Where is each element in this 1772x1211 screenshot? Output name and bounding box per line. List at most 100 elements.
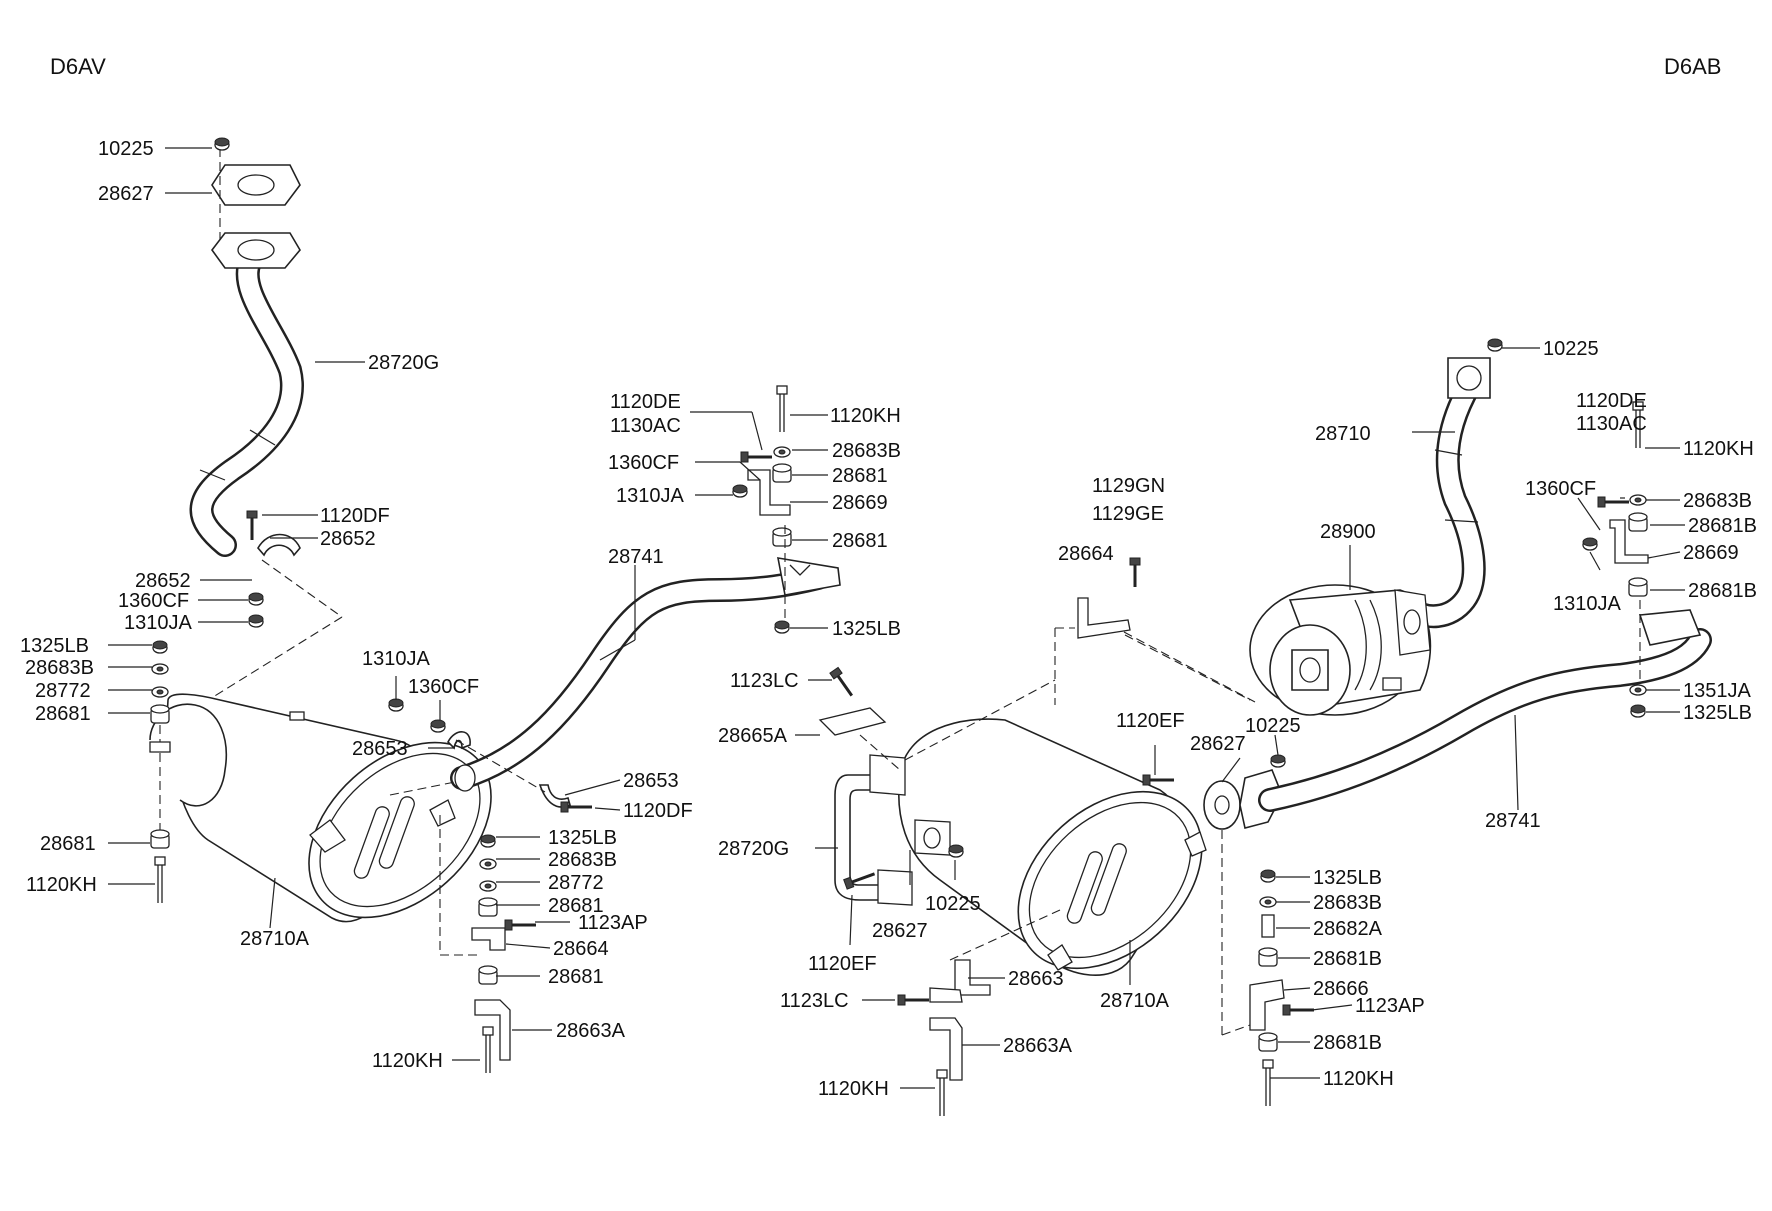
callout-label: 1120KH <box>1323 1068 1394 1090</box>
callout-label: 28653 <box>623 770 679 792</box>
tail-pipe-right <box>834 754 964 906</box>
hanger-stack-top-center <box>732 385 792 634</box>
callout-label: 1123LC <box>730 670 799 692</box>
callout-label: 28683B <box>548 849 617 871</box>
callout-labels: 10225 28627 28720G 1120DF 28652 28652 13… <box>20 138 1757 1100</box>
callout-label: 1325LB <box>1683 702 1752 724</box>
callout-label: 28681 <box>35 703 91 725</box>
callout-label: 28683B <box>832 440 901 462</box>
callout-label: 1360CF <box>1525 478 1596 500</box>
callout-label: 28683B <box>1313 892 1382 914</box>
pipe-clamp-center <box>388 698 594 814</box>
callout-label: 1310JA <box>124 612 192 634</box>
hanger-stack-bottom-right <box>1221 830 1316 1107</box>
callout-label: 28681 <box>40 833 96 855</box>
callout-label: 28710A <box>1100 990 1170 1012</box>
callout-label: 28681B <box>1313 1032 1382 1054</box>
hanger-stack-top-right <box>1582 401 1649 718</box>
callout-label: 28653 <box>352 738 408 760</box>
callout-label: 28683B <box>1683 490 1752 512</box>
callout-label: 1360CF <box>408 676 479 698</box>
callout-label: 28772 <box>35 680 91 702</box>
callout-label: 1120KH <box>830 405 901 427</box>
callout-label: 28681 <box>832 530 888 552</box>
callout-label: 1310JA <box>1553 593 1621 615</box>
callout-label: 10225 <box>925 893 981 915</box>
callout-label: 28772 <box>548 872 604 894</box>
callout-label: 28710 <box>1315 423 1371 445</box>
callout-label: 28627 <box>98 183 154 205</box>
callout-label: 1310JA <box>616 485 684 507</box>
muffler-left <box>149 693 492 923</box>
callout-label: 1325LB <box>548 827 617 849</box>
callout-label: 1120KH <box>1683 438 1754 460</box>
callout-label: 28665A <box>718 725 788 747</box>
callout-label: 1351JA <box>1683 680 1751 702</box>
callout-label: 28900 <box>1320 521 1376 543</box>
front-pipe-left <box>189 250 304 557</box>
center-pipe <box>450 557 841 792</box>
callout-label: 28681B <box>1688 515 1757 537</box>
callout-label: 28681B <box>1688 580 1757 602</box>
callout-label: 28664 <box>553 938 609 960</box>
callout-label: 28627 <box>1190 733 1246 755</box>
callout-label: 28681 <box>832 465 888 487</box>
hanger-stack-left-muffler <box>149 640 171 904</box>
rear-pipe-right <box>1258 609 1712 812</box>
callout-label: 28663 <box>1008 968 1064 990</box>
callout-label: 10225 <box>1543 338 1599 360</box>
callout-label: 1325LB <box>1313 867 1382 889</box>
callout-label: 1120DE <box>1576 390 1647 412</box>
callout-label: 28664 <box>1058 543 1114 565</box>
callout-label: 1120EF <box>808 953 877 975</box>
callout-label: 28669 <box>1683 542 1739 564</box>
callout-label: 1360CF <box>118 590 189 612</box>
callout-label: 1130AC <box>610 415 681 437</box>
callout-label: 28741 <box>1485 810 1541 832</box>
callout-label: 1123LC <box>780 990 849 1012</box>
callout-label: 28681 <box>548 895 604 917</box>
callout-label: 28741 <box>608 546 664 568</box>
callout-label: 1325LB <box>20 635 89 657</box>
callout-label: 1120EF <box>1116 710 1185 732</box>
callout-label: 1310JA <box>362 648 430 670</box>
callout-label: 28710A <box>240 928 310 950</box>
hanger-bracket-28664-right <box>1054 556 1251 705</box>
callout-label: 1129GE <box>1092 503 1164 525</box>
callout-label: 1123AP <box>1355 995 1425 1017</box>
variant-label-d6av: D6AV <box>50 54 106 79</box>
callout-label: 1325LB <box>832 618 901 640</box>
callout-label: 1120KH <box>372 1050 443 1072</box>
callout-label: 1129GN <box>1092 475 1165 497</box>
callout-label: 1120KH <box>818 1078 889 1100</box>
callout-label: 28682A <box>1313 918 1383 940</box>
callout-label: 28669 <box>832 492 888 514</box>
callout-label: 28652 <box>135 570 191 592</box>
front-pipe-right <box>1398 338 1503 629</box>
callout-label: 1130AC <box>1576 413 1647 435</box>
callout-label: 28720G <box>368 352 439 374</box>
callout-label: 10225 <box>98 138 154 160</box>
callout-label: 1120DE <box>610 391 681 413</box>
callout-label: 1120DF <box>320 505 390 527</box>
callout-label: 28681B <box>1313 948 1382 970</box>
callout-label: 28681 <box>548 966 604 988</box>
callout-label: 28663A <box>1003 1035 1073 1057</box>
callout-label: 1360CF <box>608 452 679 474</box>
callout-label: 28627 <box>872 920 928 942</box>
muffler-right <box>897 718 1207 976</box>
leader-lines <box>108 147 1685 1089</box>
callout-label: 28652 <box>320 528 376 550</box>
callout-label: 28666 <box>1313 978 1369 1000</box>
callout-label: 1123AP <box>578 912 648 934</box>
catalytic-converter <box>1249 584 1432 716</box>
flange-gasket-left <box>211 137 301 269</box>
callout-label: 28663A <box>556 1020 626 1042</box>
hanger-stack-bottom-center <box>842 867 1061 1117</box>
callout-label: 10225 <box>1245 715 1301 737</box>
clamp-left <box>245 509 301 628</box>
callout-label: 1120DF <box>623 800 693 822</box>
callout-label: 28683B <box>25 657 94 679</box>
hanger-stack-mid <box>439 815 538 1074</box>
